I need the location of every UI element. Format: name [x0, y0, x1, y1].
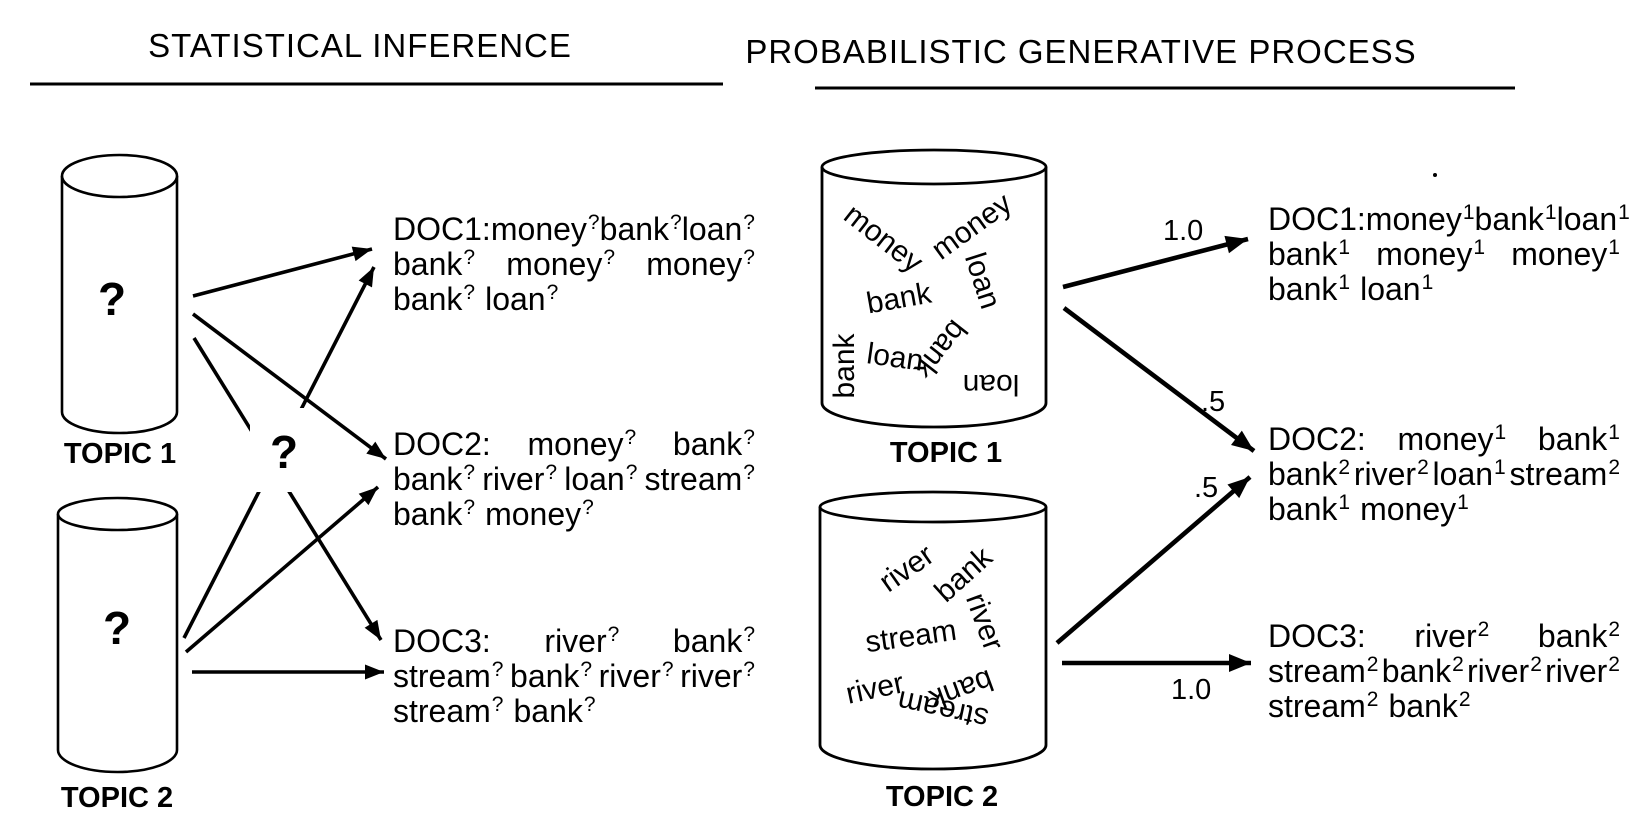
- left-topic2-label: TOPIC 2: [60, 782, 174, 814]
- left-panel-title: STATISTICAL INFERENCE: [148, 27, 572, 64]
- doc-word: loan?: [681, 211, 755, 247]
- doc-text-left-1: DOC1:money?bank?loan?bank?money?money?ba…: [393, 212, 755, 317]
- doc-word: river2: [1353, 456, 1429, 492]
- doc-word: money1: [1360, 491, 1469, 527]
- stray-dot: [1433, 173, 1437, 177]
- doc-word: bank?: [393, 246, 476, 282]
- arrow-right-topic1-doc2: [1062, 306, 1256, 453]
- prob-label-topic1-doc1: 1.0: [1163, 215, 1204, 247]
- left-topic1-question-mark: ?: [97, 273, 127, 325]
- doc-word: river?: [544, 623, 620, 659]
- doc-word: money1: [1397, 421, 1507, 457]
- doc-word: money?: [646, 246, 755, 282]
- prob-label-topic1-doc2: .5: [1201, 386, 1226, 418]
- doc-word: bank1: [1268, 271, 1351, 307]
- doc-word: river2: [1466, 653, 1542, 689]
- doc-word: DOC2:: [393, 426, 491, 462]
- doc-word: river?: [482, 461, 558, 497]
- doc-word: river2: [1414, 618, 1490, 654]
- topic1-word-loan: loan: [962, 368, 1020, 401]
- prob-label-topic2-doc2: .5: [1194, 472, 1219, 504]
- left-topic1-label: TOPIC 1: [63, 438, 177, 470]
- doc-word: DOC3:: [393, 623, 491, 659]
- doc-word: river?: [680, 658, 755, 694]
- doc-word: loan?: [564, 461, 638, 497]
- doc-word: money1: [1376, 236, 1486, 272]
- doc-word: stream?: [393, 658, 504, 694]
- arrow-right-topic2-doc2: [1055, 475, 1252, 645]
- center-question-mark: ?: [269, 426, 299, 478]
- right-topic1-cylinder: [820, 148, 1048, 429]
- arrow-left-topic2-doc2: [184, 485, 380, 654]
- right-topic2-label: TOPIC 2: [885, 781, 999, 813]
- doc-word: bank1: [1268, 491, 1351, 527]
- doc-word: bank1: [1268, 236, 1351, 272]
- doc-word: money?: [485, 496, 594, 532]
- arrow-right-topic1-doc1: [1062, 235, 1249, 290]
- doc-word: bank2: [1537, 618, 1620, 654]
- doc-word: loan1: [1360, 271, 1434, 307]
- topic1-word-bank: bank: [828, 333, 861, 399]
- doc-word: stream2: [1268, 688, 1379, 724]
- doc-text-left-2: DOC2:money?bank?bank?river?loan?stream?b…: [393, 427, 755, 532]
- doc-word: bank?: [393, 496, 476, 532]
- doc-word: bank?: [672, 426, 755, 462]
- doc-word: bank2: [1268, 456, 1351, 492]
- doc-word: bank?: [393, 281, 476, 317]
- doc-word: bank1: [1537, 421, 1620, 457]
- doc-word: bank?: [393, 461, 476, 497]
- left-topic2-question-mark: ?: [102, 602, 132, 654]
- doc-word: DOC1:: [1268, 201, 1366, 237]
- right-topic1-label: TOPIC 1: [889, 437, 1003, 469]
- arrow-left-topic1-doc2: [191, 312, 388, 461]
- doc-text-left-3: DOC3:river?bank?stream?bank?river?river?…: [393, 624, 755, 729]
- doc-word: river2: [1545, 653, 1620, 689]
- doc-word: money1: [1511, 236, 1620, 272]
- doc-word: stream2: [1509, 456, 1620, 492]
- doc-word: bank2: [1388, 688, 1471, 724]
- arrow-left-topic1-doc1: [192, 246, 373, 298]
- right-panel-title: PROBABILISTIC GENERATIVE PROCESS: [745, 33, 1417, 70]
- doc-word: money?: [527, 426, 637, 462]
- left-topic2-cylinder: [56, 496, 179, 774]
- prob-label-topic2-doc3: 1.0: [1171, 674, 1212, 706]
- doc-word: bank1: [1474, 201, 1557, 237]
- center-qmark-gap: [250, 408, 304, 492]
- right-topic2-cylinder: [818, 490, 1048, 771]
- left-topic1-cylinder: [60, 153, 179, 435]
- doc-word: DOC2:: [1268, 421, 1366, 457]
- doc-word: money?: [490, 211, 600, 247]
- doc-word: stream?: [644, 461, 755, 497]
- doc-word: stream?: [393, 693, 504, 729]
- doc-word: money?: [506, 246, 616, 282]
- doc-word: bank?: [599, 211, 682, 247]
- doc-word: stream2: [1268, 653, 1379, 689]
- doc-word: DOC1:: [393, 211, 491, 247]
- doc-word: loan1: [1432, 456, 1506, 492]
- doc-word: money1: [1365, 201, 1475, 237]
- doc-word: bank2: [1381, 653, 1464, 689]
- doc-word: loan1: [1556, 201, 1630, 237]
- doc-word: bank?: [513, 693, 596, 729]
- doc-word: DOC3:: [1268, 618, 1366, 654]
- doc-word: river?: [598, 658, 674, 694]
- doc-word: loan?: [485, 281, 559, 317]
- doc-word: bank?: [510, 658, 593, 694]
- doc-word: bank?: [672, 623, 755, 659]
